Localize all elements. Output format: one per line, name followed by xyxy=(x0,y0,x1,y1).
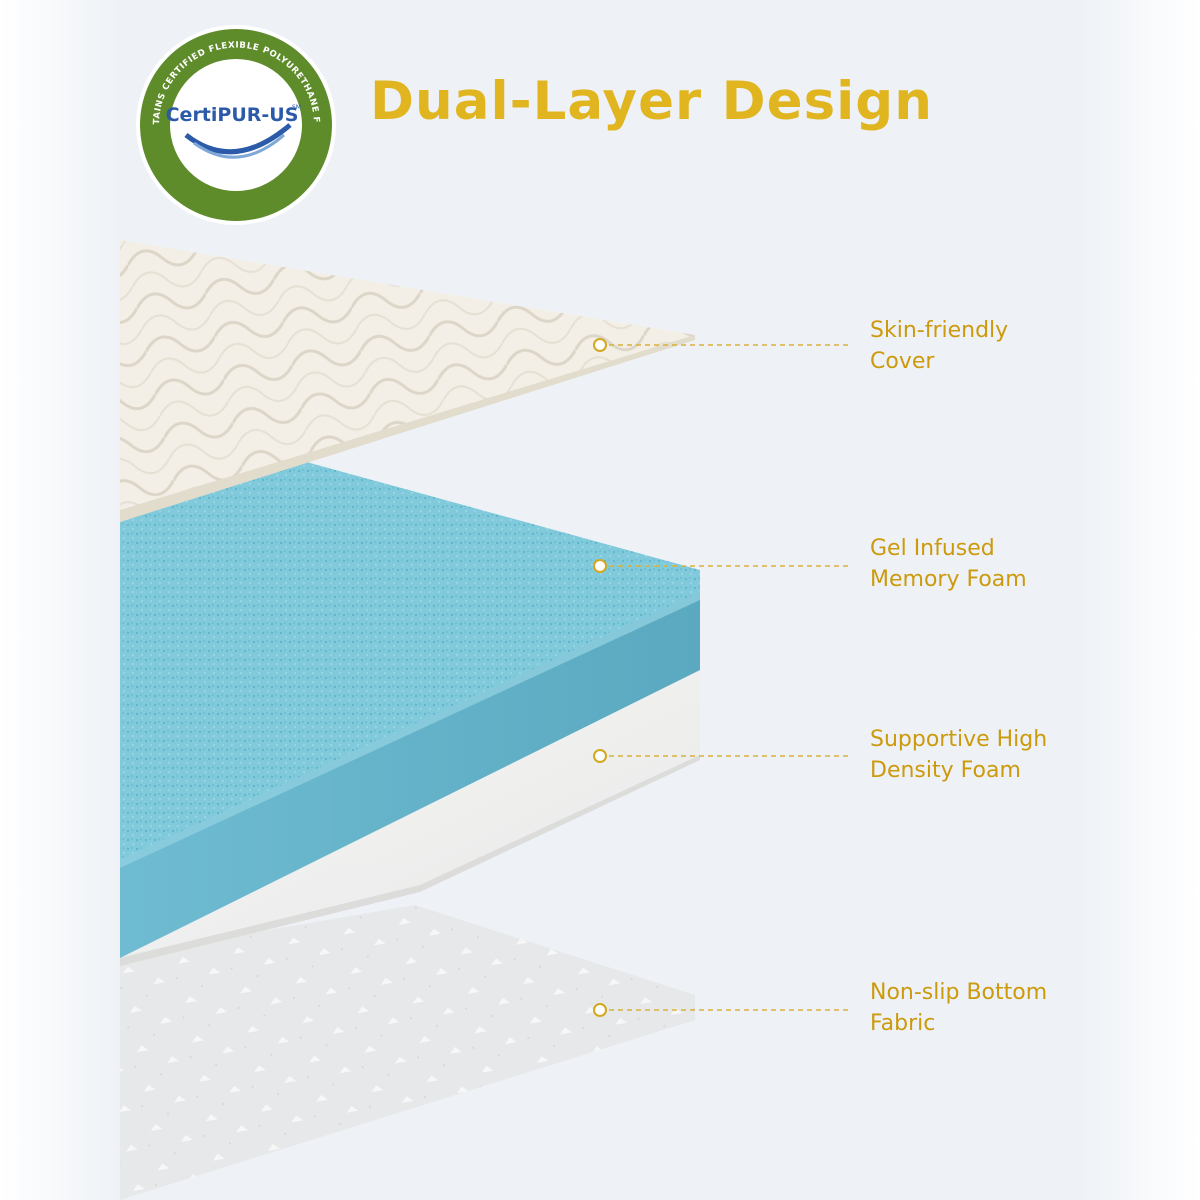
page-title: Dual-Layer Design xyxy=(370,71,933,132)
callout-leader-lines xyxy=(609,344,852,1011)
certipur-us-seal-icon: CONTAINS CERTIFIED FLEXIBLE POLYURETHANE… xyxy=(134,23,336,225)
layer-label-cover: Skin-friendly Cover xyxy=(870,318,1009,374)
quilted-cover-layer xyxy=(120,240,695,522)
callout-dot-icon xyxy=(593,338,607,352)
layer-label-bottom-fabric: Non-slip Bottom Fabric xyxy=(870,980,1048,1036)
callout-dot-icon xyxy=(593,749,607,763)
gel-memory-foam-layer xyxy=(120,458,700,860)
layer-label-high-density-foam: Supportive High Density Foam xyxy=(870,727,1048,783)
layer-label-gel-foam: Gel Infused Memory Foam xyxy=(870,536,1027,592)
svg-text:SM: SM xyxy=(292,104,301,111)
callout-dot-icon xyxy=(593,559,607,573)
bottom-fabric-layer xyxy=(120,905,695,1200)
svg-text:CertiPUR-US: CertiPUR-US xyxy=(166,104,299,126)
callout-dot-icon xyxy=(593,1003,607,1017)
